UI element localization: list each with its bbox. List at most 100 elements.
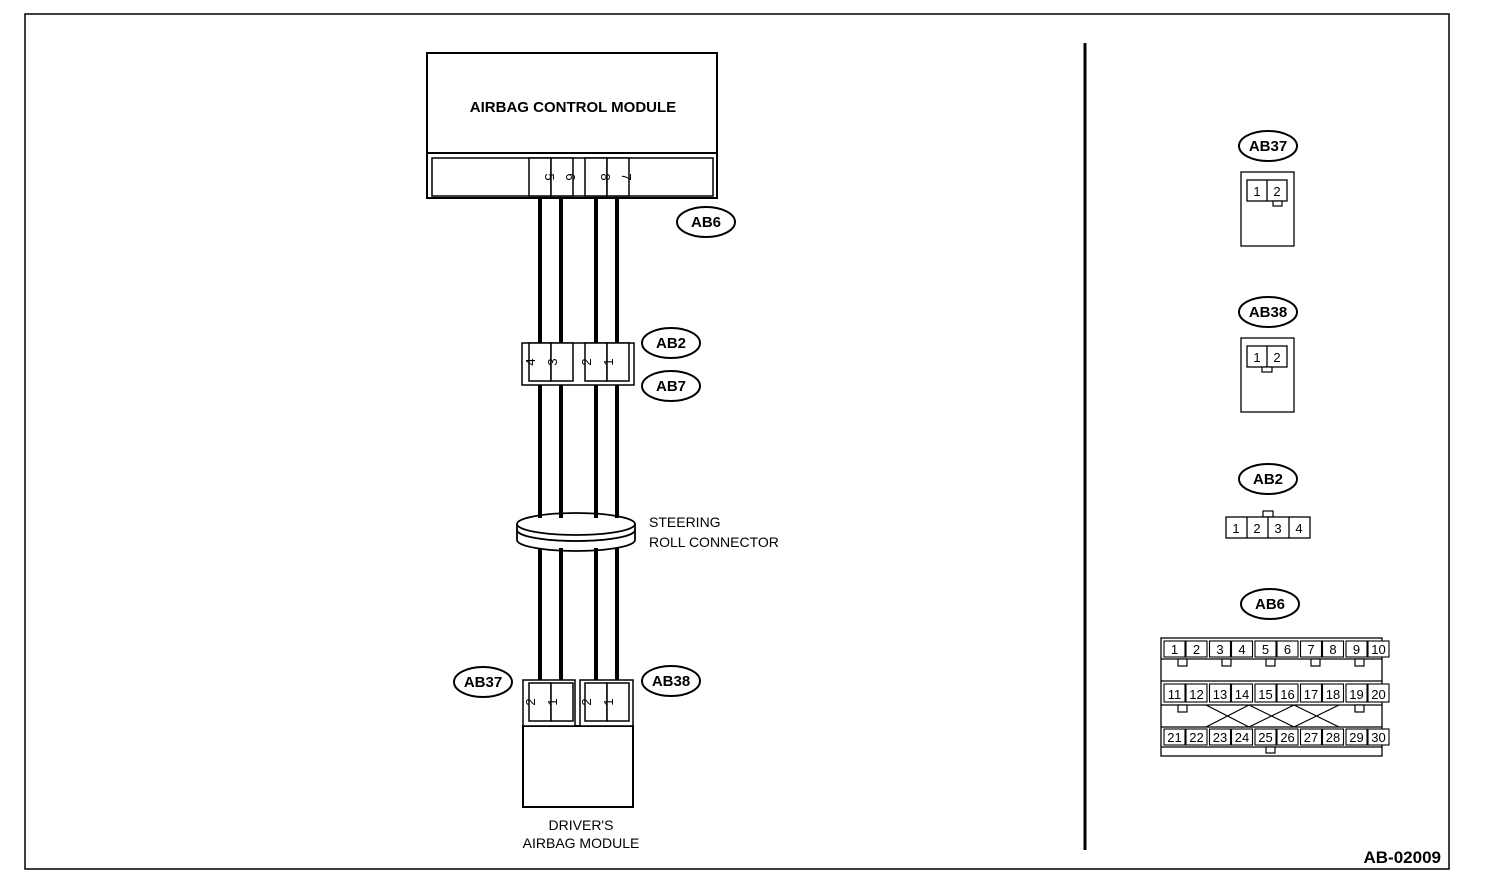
ab6-pin-cell bbox=[1254, 683, 1277, 703]
svg-text:AB37: AB37 bbox=[1249, 138, 1287, 155]
pin-label: 8 bbox=[1329, 642, 1336, 657]
svg-text:AB2: AB2 bbox=[656, 335, 686, 352]
pin-label: 23 bbox=[1213, 730, 1227, 745]
pin-label: 15 bbox=[1258, 687, 1272, 702]
pin-label: 4 bbox=[1295, 521, 1302, 536]
ab6-pin-cell bbox=[1230, 728, 1254, 746]
pin-label: 2 bbox=[579, 698, 594, 705]
pin-label: 12 bbox=[1189, 687, 1203, 702]
pin-label: 2 bbox=[579, 358, 594, 365]
pin-label: 13 bbox=[1213, 687, 1227, 702]
driver-module-label-line2: AIRBAG MODULE bbox=[523, 835, 640, 851]
ab6-pin-cell bbox=[1276, 640, 1299, 658]
pin-label: 3 bbox=[545, 358, 560, 365]
connector-tag-ab2: AB2 bbox=[641, 327, 701, 359]
pin-label: 17 bbox=[1304, 687, 1318, 702]
pin-label: 3 bbox=[1274, 521, 1281, 536]
pin-label: 18 bbox=[1326, 687, 1340, 702]
ab6-pin-cell bbox=[1367, 640, 1390, 658]
connector-view-ab2: AB2 1 2 3 4 bbox=[1225, 463, 1311, 539]
svg-text:AB6: AB6 bbox=[1255, 596, 1285, 613]
pin-label: 7 bbox=[619, 173, 634, 180]
pin-label: 24 bbox=[1235, 730, 1249, 745]
svg-text:AB38: AB38 bbox=[1249, 304, 1287, 321]
pin-label: 28 bbox=[1326, 730, 1340, 745]
connector-tag-ab7: AB7 bbox=[641, 370, 701, 402]
ab6-pin-cell bbox=[1163, 640, 1186, 658]
pin-label: 4 bbox=[523, 358, 538, 365]
pin-label: 25 bbox=[1258, 730, 1272, 745]
figure-code: AB-02009 bbox=[1364, 848, 1442, 867]
wires bbox=[538, 198, 619, 683]
svg-text:AB6: AB6 bbox=[691, 214, 721, 231]
pin-label: 5 bbox=[542, 173, 557, 180]
pin-label: 7 bbox=[1307, 642, 1314, 657]
connector-tag-ab37: AB37 bbox=[453, 666, 513, 698]
pin-label: 19 bbox=[1349, 687, 1363, 702]
pin-label: 20 bbox=[1371, 687, 1385, 702]
pin-label: 1 bbox=[601, 358, 616, 365]
ab6-pin-cell bbox=[1345, 640, 1368, 658]
pin-label: 6 bbox=[1284, 642, 1291, 657]
pin-label: 21 bbox=[1167, 730, 1181, 745]
ab6-pin-cell bbox=[1185, 728, 1208, 746]
pin-label: 10 bbox=[1371, 642, 1385, 657]
svg-text:AB2: AB2 bbox=[1253, 471, 1283, 488]
ab6-pin-cell bbox=[1230, 640, 1254, 658]
pin-label: 2 bbox=[1273, 350, 1280, 365]
connector-tag-ab38: AB38 bbox=[641, 665, 701, 697]
ab6-pin-cell bbox=[1321, 683, 1345, 703]
ab6-pin-cell bbox=[1254, 640, 1277, 658]
svg-text:AB38: AB38 bbox=[652, 673, 690, 690]
steering-roll-label-line1: STEERING bbox=[649, 514, 721, 530]
pin-label: 2 bbox=[1193, 642, 1200, 657]
connector-tag-ab6: AB6 bbox=[676, 206, 736, 238]
ab6-pin-cell bbox=[1321, 640, 1345, 658]
ab6-pin-cell bbox=[1163, 728, 1186, 746]
pin-label: 5 bbox=[1262, 642, 1269, 657]
pin-label: 1 bbox=[1171, 642, 1178, 657]
ab6-pin-cell bbox=[1299, 640, 1323, 658]
pin-label: 1 bbox=[545, 698, 560, 705]
ab6-pin-cell bbox=[1367, 683, 1390, 703]
diagram-frame bbox=[24, 13, 1450, 870]
pin-label: 2 bbox=[1253, 521, 1260, 536]
pin-label: 1 bbox=[1253, 350, 1260, 365]
ab6-pin-cell bbox=[1299, 728, 1323, 746]
pin-label: 6 bbox=[563, 173, 578, 180]
ab6-pin-cell bbox=[1345, 728, 1368, 746]
ab6-pin-cell bbox=[1321, 728, 1345, 746]
steering-roll-label-line2: ROLL CONNECTOR bbox=[649, 534, 779, 550]
svg-text:AB7: AB7 bbox=[656, 378, 686, 395]
driver-module-label-line1: DRIVER'S bbox=[549, 817, 614, 833]
pin-label: 4 bbox=[1238, 642, 1245, 657]
pin-label: 1 bbox=[1253, 184, 1260, 199]
ab6-pin-cell bbox=[1185, 683, 1208, 703]
pin-label: 11 bbox=[1168, 687, 1182, 702]
connector-view-ab38: AB38 1 2 bbox=[1238, 296, 1298, 413]
pin-label: 1 bbox=[601, 698, 616, 705]
pin-label: 14 bbox=[1235, 687, 1249, 702]
pin-label: 2 bbox=[1273, 184, 1280, 199]
connector-view-ab37: AB37 1 2 bbox=[1238, 130, 1298, 247]
pin-label: 2 bbox=[523, 698, 538, 705]
driver-airbag-module: 2 1 2 1 DRIVER'S AIRBAG MODULE bbox=[522, 679, 640, 851]
pin-label: 16 bbox=[1280, 687, 1294, 702]
steering-roll-connector: STEERING ROLL CONNECTOR bbox=[516, 508, 779, 560]
ab6-pin-cell bbox=[1185, 640, 1208, 658]
ab6-pin-cell bbox=[1208, 728, 1232, 746]
control-module-label: AIRBAG CONTROL MODULE bbox=[470, 99, 676, 116]
pin-label: 3 bbox=[1216, 642, 1223, 657]
airbag-control-module: AIRBAG CONTROL MODULE 5 6 8 7 bbox=[426, 52, 718, 199]
pin-label: 9 bbox=[1353, 642, 1360, 657]
ab6-pin-cell bbox=[1345, 683, 1368, 703]
pin-label: 1 bbox=[1232, 521, 1239, 536]
svg-text:AB37: AB37 bbox=[464, 674, 502, 691]
ab6-pin-cell bbox=[1299, 683, 1323, 703]
pin-label: 27 bbox=[1304, 730, 1318, 745]
pin-label: 26 bbox=[1280, 730, 1294, 745]
ab6-pin-cell bbox=[1230, 683, 1254, 703]
ab6-pin-cell bbox=[1367, 728, 1390, 746]
